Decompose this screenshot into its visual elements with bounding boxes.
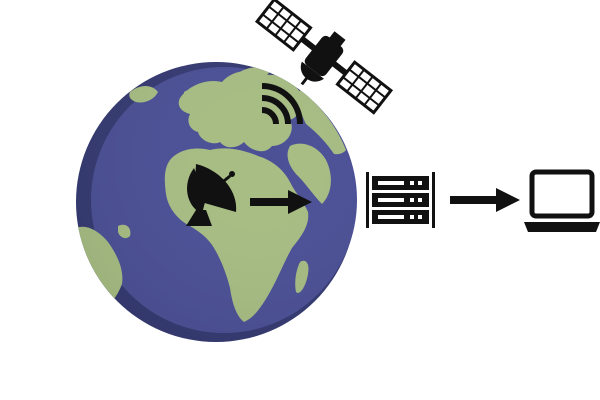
arrow-dish-to-server [250, 190, 312, 214]
satellite-panel-left [254, 0, 313, 52]
satellite-icon [254, 0, 394, 115]
satellite-dish-icon [186, 164, 237, 226]
laptop-icon [524, 169, 600, 232]
server-unit-2 [372, 193, 429, 207]
globe-icon [76, 62, 357, 342]
signal-waves-icon [261, 83, 303, 125]
satellite-panel-right [335, 60, 394, 115]
server-rack-icon [366, 172, 435, 228]
arrow-server-to-laptop [450, 188, 520, 212]
server-unit-3 [372, 210, 429, 224]
server-unit-1 [372, 176, 429, 190]
